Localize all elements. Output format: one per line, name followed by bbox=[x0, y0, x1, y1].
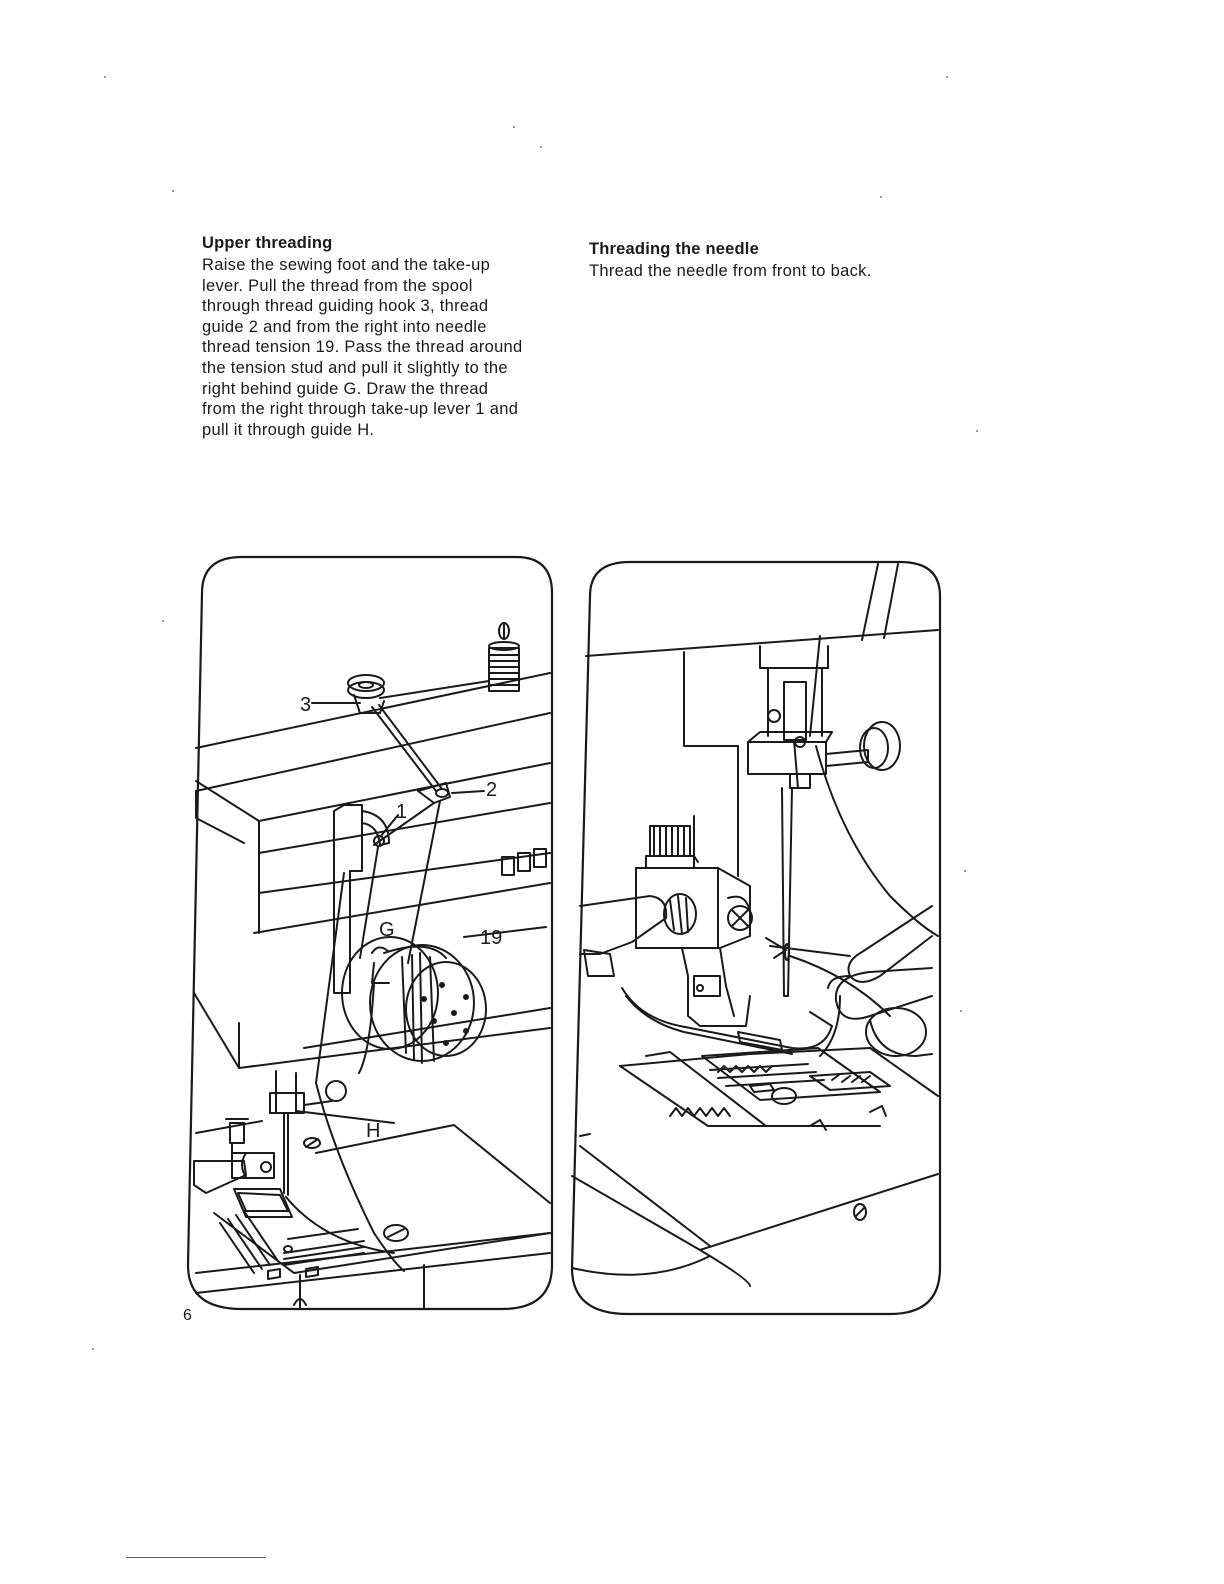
text-line: through thread guiding hook 3, thread bbox=[202, 297, 489, 316]
scan-speck bbox=[104, 76, 106, 78]
sewing-machine-drawing bbox=[186, 555, 554, 1311]
footer-rule bbox=[126, 1557, 266, 1558]
scan-speck bbox=[964, 870, 966, 872]
threading-needle-text: Thread the needle from front to back. bbox=[589, 262, 872, 280]
label-guide-2: 2 bbox=[486, 779, 498, 801]
text-line: the tension stud and pull it slightly to… bbox=[202, 358, 508, 377]
label-hook-3: 3 bbox=[300, 694, 312, 716]
scan-speck bbox=[513, 126, 515, 128]
upper-threading-heading: Upper threading bbox=[202, 234, 333, 252]
text-line: Raise the sewing foot and the take-up bbox=[202, 256, 491, 274]
threading-needle-section: Threading the needle Thread the needle f… bbox=[589, 240, 969, 282]
label-tension-19: 19 bbox=[480, 927, 503, 949]
threading-needle-heading: Threading the needle bbox=[589, 240, 759, 258]
upper-threading-section: Upper threading Raise the sewing foot an… bbox=[202, 234, 562, 440]
page-number: 6 bbox=[183, 1307, 192, 1324]
text-line: lever. Pull the thread from the spool bbox=[202, 276, 473, 295]
scan-speck bbox=[960, 1010, 962, 1012]
text-line: right behind guide G. Draw the thread bbox=[202, 379, 489, 398]
scan-speck bbox=[162, 620, 164, 622]
label-guide-g: G bbox=[379, 919, 395, 941]
scan-speck bbox=[880, 196, 882, 198]
label-lever-1: 1 bbox=[396, 801, 408, 823]
scan-speck bbox=[540, 146, 542, 148]
scan-speck bbox=[946, 76, 948, 78]
label-guide-h: H bbox=[366, 1120, 381, 1142]
upper-threading-illustration: 3 2 1 19 G H bbox=[184, 553, 556, 1313]
text-line: guide 2 and from the right into needle bbox=[202, 317, 487, 336]
scan-speck bbox=[172, 190, 174, 192]
upper-threading-text: Raise the sewing foot and the take-up le… bbox=[202, 255, 562, 440]
needle-threading-illustration bbox=[570, 556, 942, 1318]
text-line: thread tension 19. Pass the thread aroun… bbox=[202, 338, 523, 357]
text-line: from the right through take-up lever 1 a… bbox=[202, 400, 519, 419]
needle-closeup-drawing bbox=[570, 560, 942, 1316]
scan-speck bbox=[976, 430, 978, 432]
text-line: pull it through guide H. bbox=[202, 420, 375, 439]
scan-speck bbox=[92, 1348, 94, 1350]
